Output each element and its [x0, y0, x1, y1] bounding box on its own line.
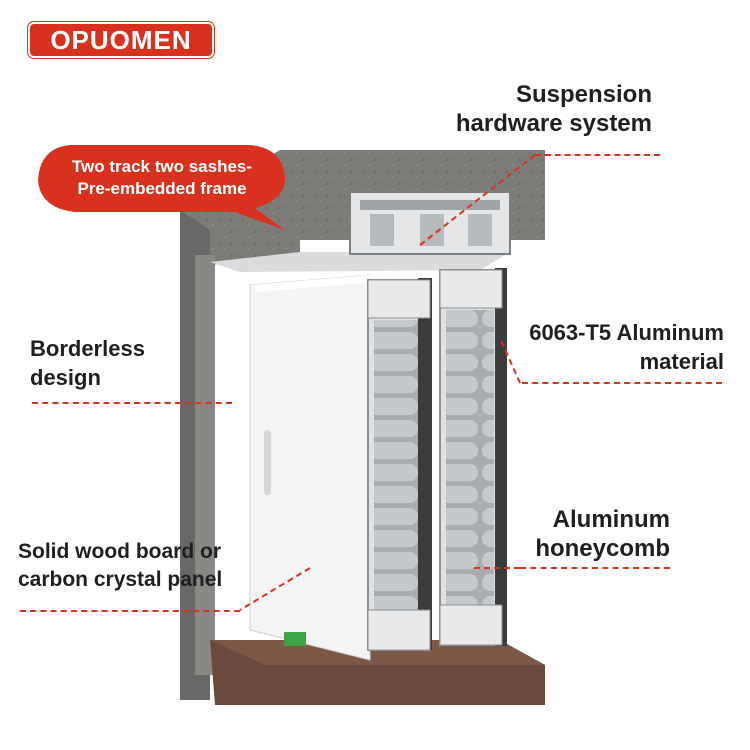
aluminum-material-line-1: 6063-T5 Aluminum [529, 320, 724, 345]
aluminum-material-callout: 6063-T5 Aluminum material [506, 318, 724, 376]
borderless-callout: Borderless design [30, 334, 230, 392]
suspension-line-1: Suspension [515, 81, 652, 108]
honeycomb-line-1: Aluminum [552, 506, 670, 533]
suspension-line-2: hardware system [455, 110, 652, 137]
borderless-line-1: Borderless [30, 336, 145, 361]
borderless-underline [32, 402, 232, 404]
suspension-callout: Suspension hardware system [430, 80, 652, 138]
suspension-underline [535, 154, 660, 156]
honeycomb-callout: Aluminum honeycomb [500, 505, 670, 563]
panel-line-2: carbon crystal panel [18, 568, 223, 591]
bubble-line-1: Two track two sashes- [71, 157, 253, 176]
sash-2 [439, 268, 507, 646]
bubble-line-2: Pre-embedded frame [77, 179, 247, 198]
panel-line-1: Solid wood board or [18, 540, 221, 563]
wood-floor [210, 640, 545, 705]
bubble-callout: Two track two sashes- Pre-embedded frame [52, 156, 272, 200]
aluminum-material-underline [522, 382, 722, 384]
leader-lines [239, 154, 536, 611]
white-door-panel [249, 274, 376, 661]
panel-callout: Solid wood board or carbon crystal panel [18, 538, 258, 594]
borderless-line-2: design [30, 365, 101, 390]
honeycomb-line-2: honeycomb [535, 535, 670, 562]
sash-1 [367, 278, 432, 651]
top-frame-rail [210, 191, 511, 272]
honeycomb-underline [520, 567, 670, 569]
speech-bubble [38, 145, 285, 230]
brand-logo: OPUOMEN [28, 22, 214, 58]
panel-underline [20, 610, 240, 612]
aluminum-material-line-2: material [639, 349, 724, 374]
